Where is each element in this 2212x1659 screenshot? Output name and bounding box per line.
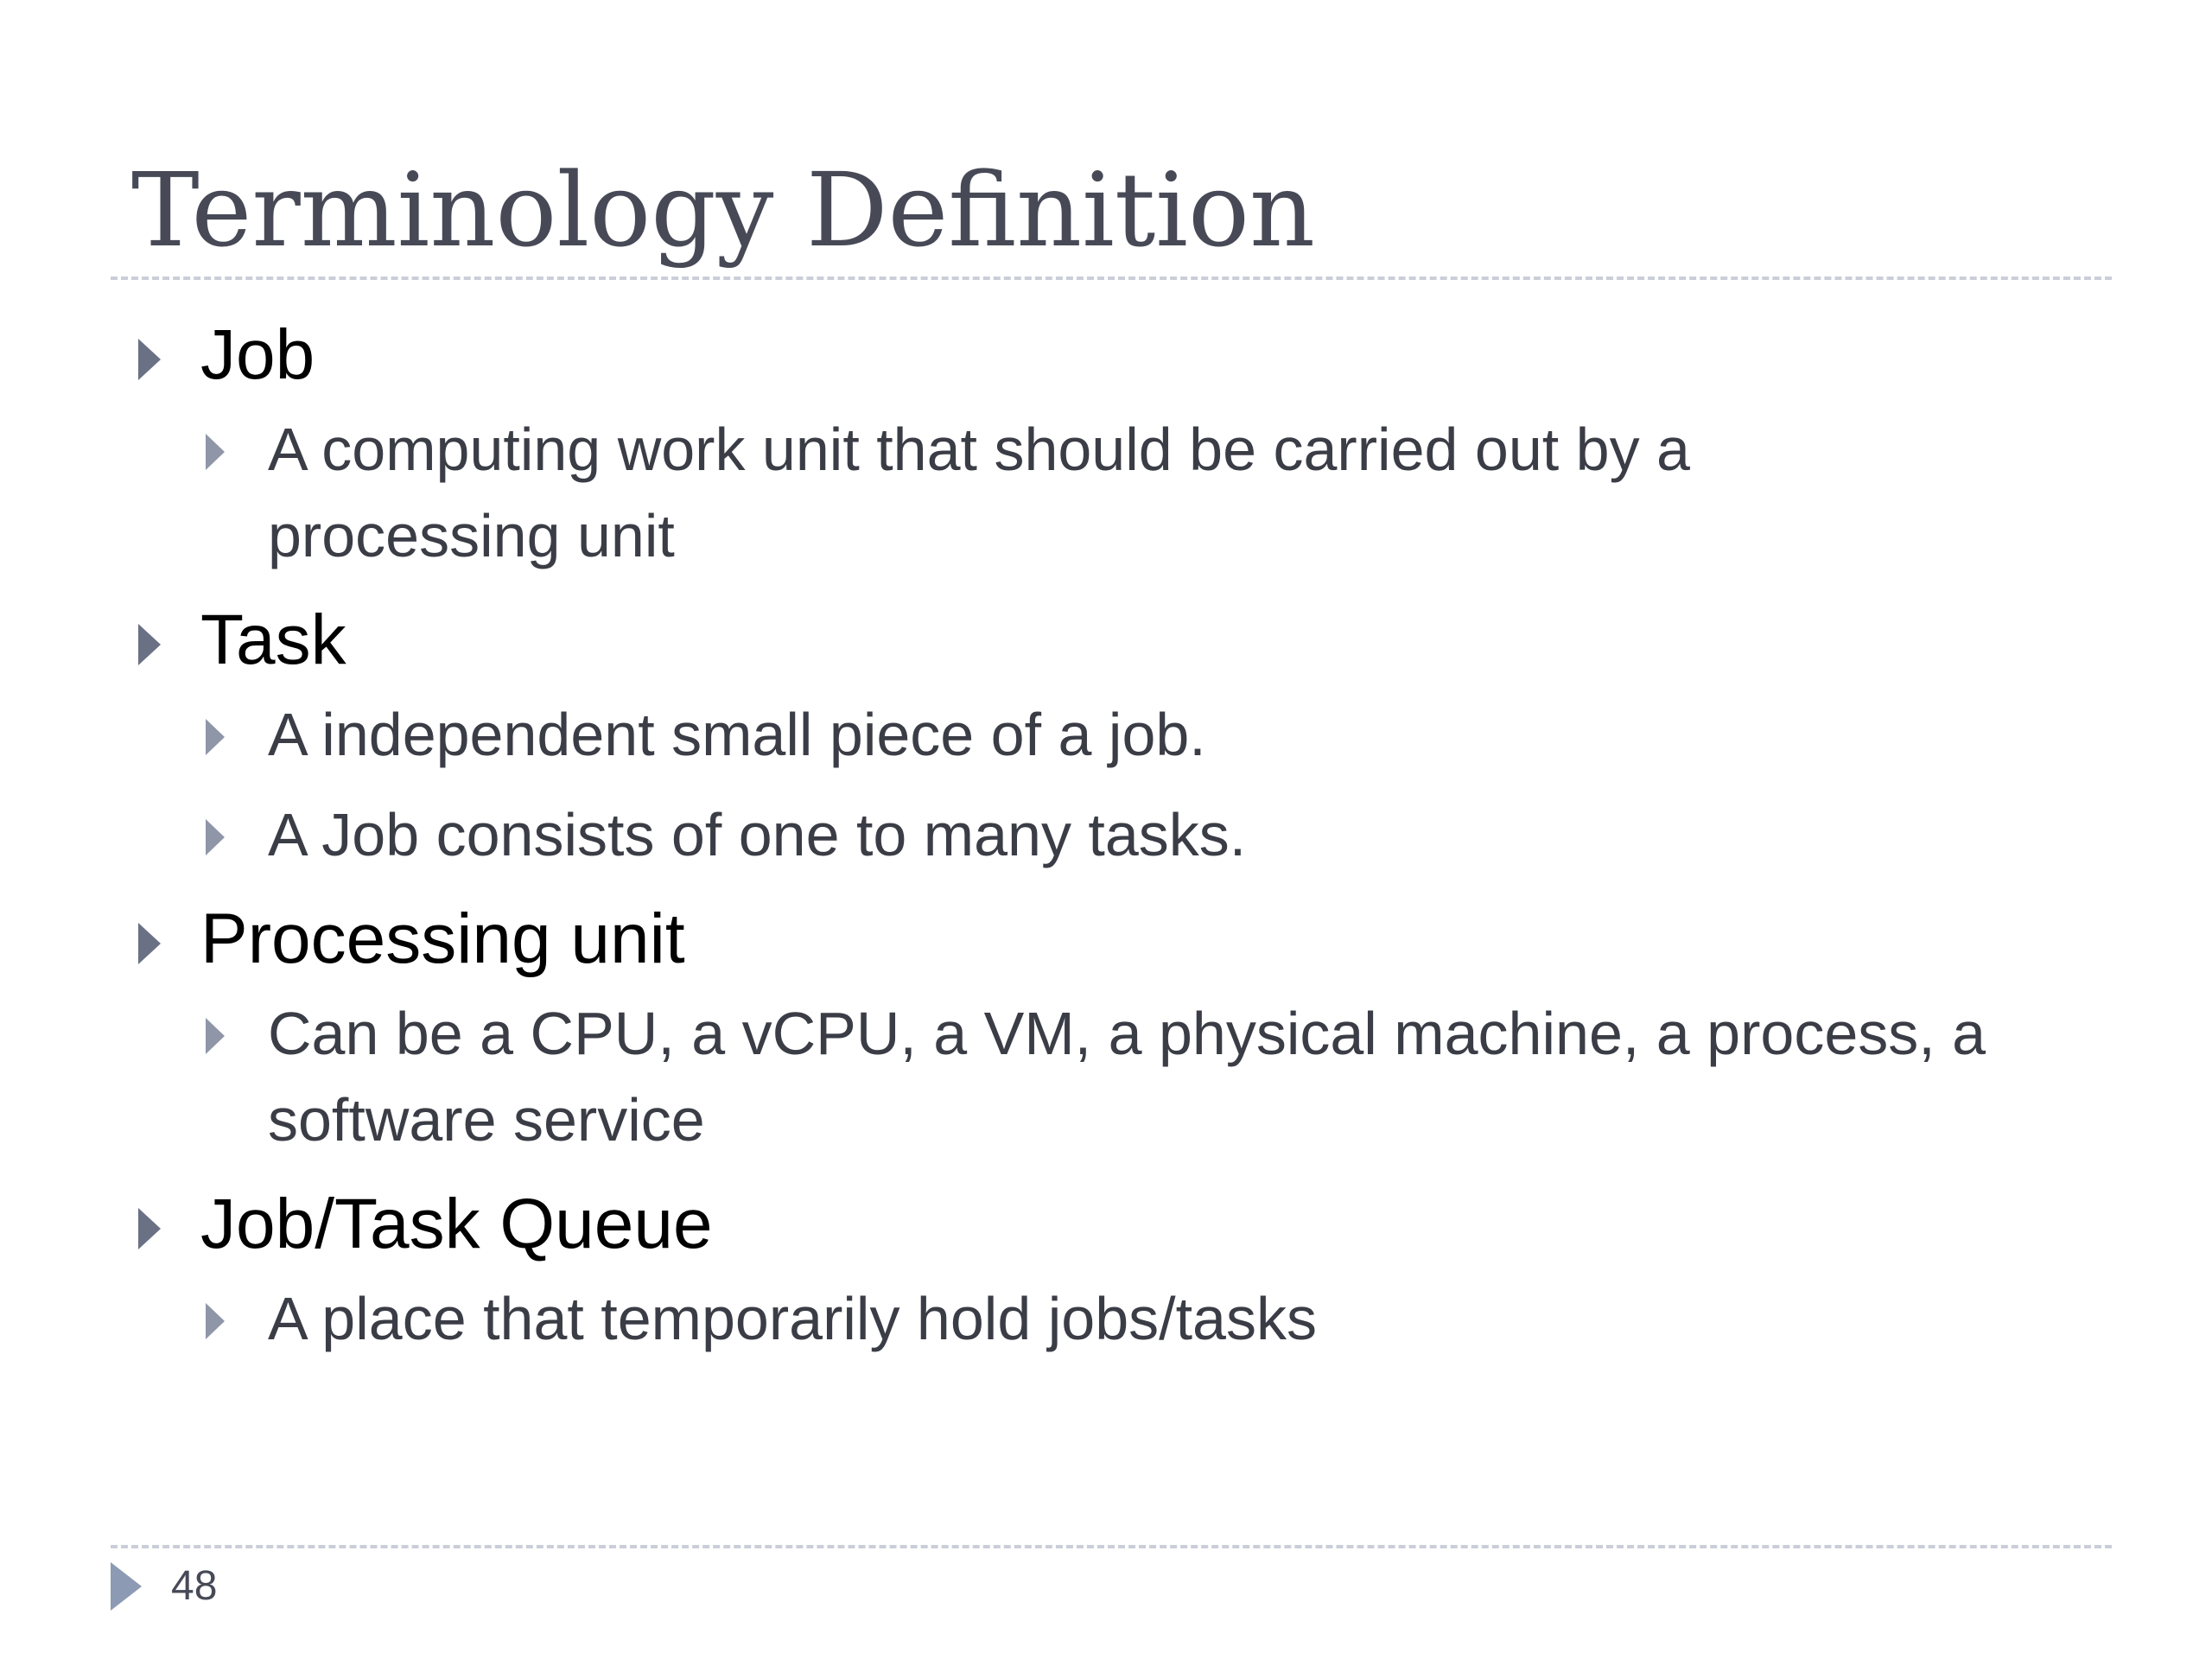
- sub-bullet-triangle-icon: [206, 719, 225, 755]
- bullet-processing-unit: Processing unit: [138, 888, 2091, 990]
- detail-text: A independent small piece of a job.: [268, 701, 1206, 768]
- sub-bullet-processing-unit-definition: Can be a CPU, a vCPU, a VM, a physical m…: [138, 990, 2048, 1163]
- page-number: 48: [171, 1563, 218, 1609]
- bullet-job: Job: [138, 304, 2091, 406]
- sub-bullet-triangle-icon: [206, 819, 225, 855]
- slide-title: Terminology Definition: [131, 150, 1316, 270]
- bullet-job-task-queue: Job/Task Queue: [138, 1173, 2091, 1275]
- bullet-triangle-icon: [138, 339, 161, 380]
- term-label: Processing unit: [200, 899, 685, 978]
- bullet-list: Job A computing work unit that should be…: [138, 304, 2091, 1362]
- bullet-task: Task: [138, 589, 2091, 691]
- sub-bullet-triangle-icon: [206, 1018, 225, 1054]
- footer-divider: [111, 1545, 2112, 1548]
- sub-bullet-task-composition: A Job consists of one to many tasks.: [138, 791, 2091, 878]
- bullet-triangle-icon: [138, 923, 161, 964]
- detail-text: A computing work unit that should be car…: [268, 416, 1690, 569]
- sub-bullet-job-definition: A computing work unit that should be car…: [138, 406, 1961, 579]
- term-label: Job: [200, 315, 315, 394]
- bullet-triangle-icon: [138, 624, 161, 665]
- term-label: Job/Task Queue: [200, 1185, 713, 1263]
- detail-text: A place that temporarily hold jobs/tasks: [268, 1285, 1317, 1352]
- term-label: Task: [200, 601, 346, 679]
- detail-text: Can be a CPU, a vCPU, a VM, a physical m…: [268, 1000, 1986, 1154]
- sub-bullet-task-definition: A independent small piece of a job.: [138, 691, 2091, 778]
- bullet-triangle-icon: [138, 1208, 161, 1249]
- sub-bullet-queue-definition: A place that temporarily hold jobs/tasks: [138, 1275, 2091, 1362]
- title-divider: [111, 276, 2112, 280]
- sub-bullet-triangle-icon: [206, 1303, 225, 1339]
- footer-triangle-icon: [111, 1562, 142, 1611]
- sub-bullet-triangle-icon: [206, 434, 225, 470]
- detail-text: A Job consists of one to many tasks.: [268, 801, 1247, 868]
